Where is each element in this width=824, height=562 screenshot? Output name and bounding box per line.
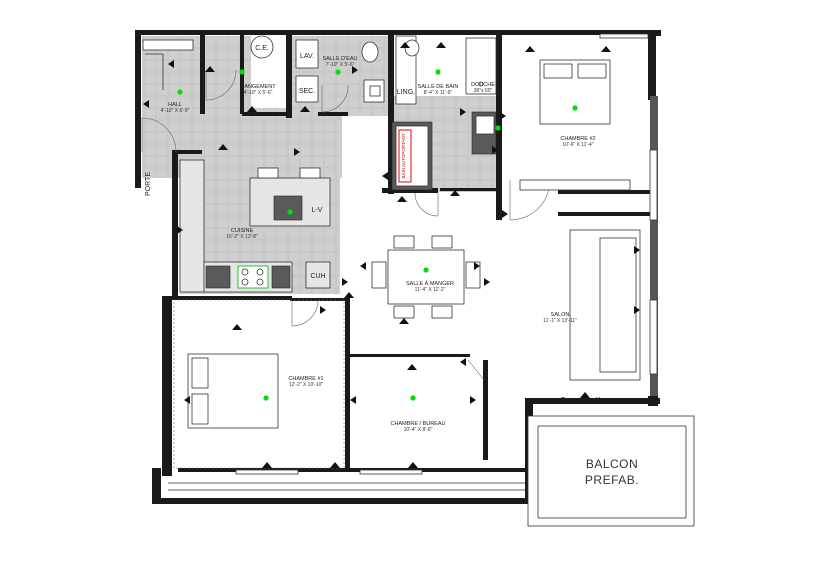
- room-name-douche: DOUCHE: [471, 82, 495, 88]
- room-dims-salle-eau: 7'-10" X 5'-6": [326, 62, 355, 68]
- room-name-salon: SALON: [551, 312, 570, 318]
- room-dims-cuisine: 16'-2" X 13'-8": [226, 234, 258, 240]
- chambre2-furniture: [519, 59, 631, 191]
- balcon-label-line2: PREFAB.: [585, 473, 639, 487]
- room-dims-salle-manger: 11'-4" X 11'-2": [415, 287, 446, 293]
- room-name-salle-eau: SALLE D'EAU: [323, 56, 358, 62]
- hall-closet: PORTE: [142, 39, 194, 196]
- bath-label: BAIN AUTOPORTANT: [401, 133, 406, 178]
- room-name-chambre-bureau: CHAMBRE / BUREAU: [390, 421, 445, 427]
- center-marker: [435, 69, 441, 75]
- cuh-label: CUH: [310, 273, 325, 280]
- windows: [168, 33, 658, 491]
- room-dims-chambre2: 10'-6" X 11'-4": [562, 142, 593, 148]
- room-dims-hall: 4'-10" X 6'-9": [161, 108, 190, 114]
- center-marker: [177, 89, 183, 95]
- center-marker: [239, 69, 245, 75]
- room-name-chambre2: CHAMBRE #2: [560, 136, 595, 142]
- center-marker: [410, 395, 416, 401]
- outlet-markers: [143, 42, 640, 468]
- chambre1-furniture: [173, 299, 345, 469]
- room-dims-chambre1: 12'-2" X 10'-10": [289, 382, 324, 388]
- rangement-fixtures: C.E.: [250, 35, 274, 59]
- sec-label: SEC.: [299, 88, 315, 95]
- porte-label: PORTE: [145, 172, 152, 196]
- room-name-salle-manger: SALLE À MANGER: [406, 280, 454, 287]
- room-name-salle-bain: SALLE DE BAIN: [418, 84, 459, 90]
- center-marker: [572, 105, 578, 111]
- center-marker: [287, 209, 293, 215]
- salle-eau-fixtures: LAV. SEC.: [295, 39, 385, 103]
- room-name-hall: HALL: [168, 102, 182, 108]
- ce-label: C.E.: [255, 45, 269, 52]
- room-dims-salle-bain: 8'-4" X 11'-9": [424, 90, 453, 96]
- o-marker: O: [560, 397, 566, 404]
- x-marker: X: [596, 397, 601, 404]
- dining-furniture: [371, 235, 481, 319]
- lv-label: L-V: [312, 207, 323, 214]
- room-name-rangement: RANGEMENT: [240, 84, 276, 90]
- salle-bain-fixtures: LING. BAIN AUTOPORTANT: [391, 35, 497, 191]
- room-name-cuisine: CUISINE: [231, 228, 254, 234]
- balcon-label-line1: BALCON: [586, 457, 638, 471]
- room-dims-chambre-bureau: 10'-4" X 8'-6": [404, 427, 433, 433]
- room-dims-salon: 11'-1" X 13'-11": [543, 318, 577, 324]
- ling-label: LING.: [397, 89, 415, 96]
- center-marker: [335, 69, 341, 75]
- salon-furniture: O X: [560, 229, 641, 404]
- balcony: BALCON PREFAB.: [527, 415, 695, 527]
- room-name-chambre1: CHAMBRE #1: [288, 376, 323, 382]
- room-dims-rangement: 4'-10" X 5'-6": [244, 90, 273, 96]
- room-labels: RANGEMENT 4'-10" X 5'-6" SALLE D'EAU 7'-…: [161, 56, 596, 433]
- room-center-markers: [177, 69, 578, 401]
- center-marker: [495, 125, 501, 131]
- room-dims-douche: 36"x 60": [474, 88, 493, 94]
- center-marker: [423, 267, 429, 273]
- center-marker: [263, 395, 269, 401]
- kitchen-fixtures: CUH L-V: [179, 159, 331, 293]
- lav-label: LAV.: [300, 53, 314, 60]
